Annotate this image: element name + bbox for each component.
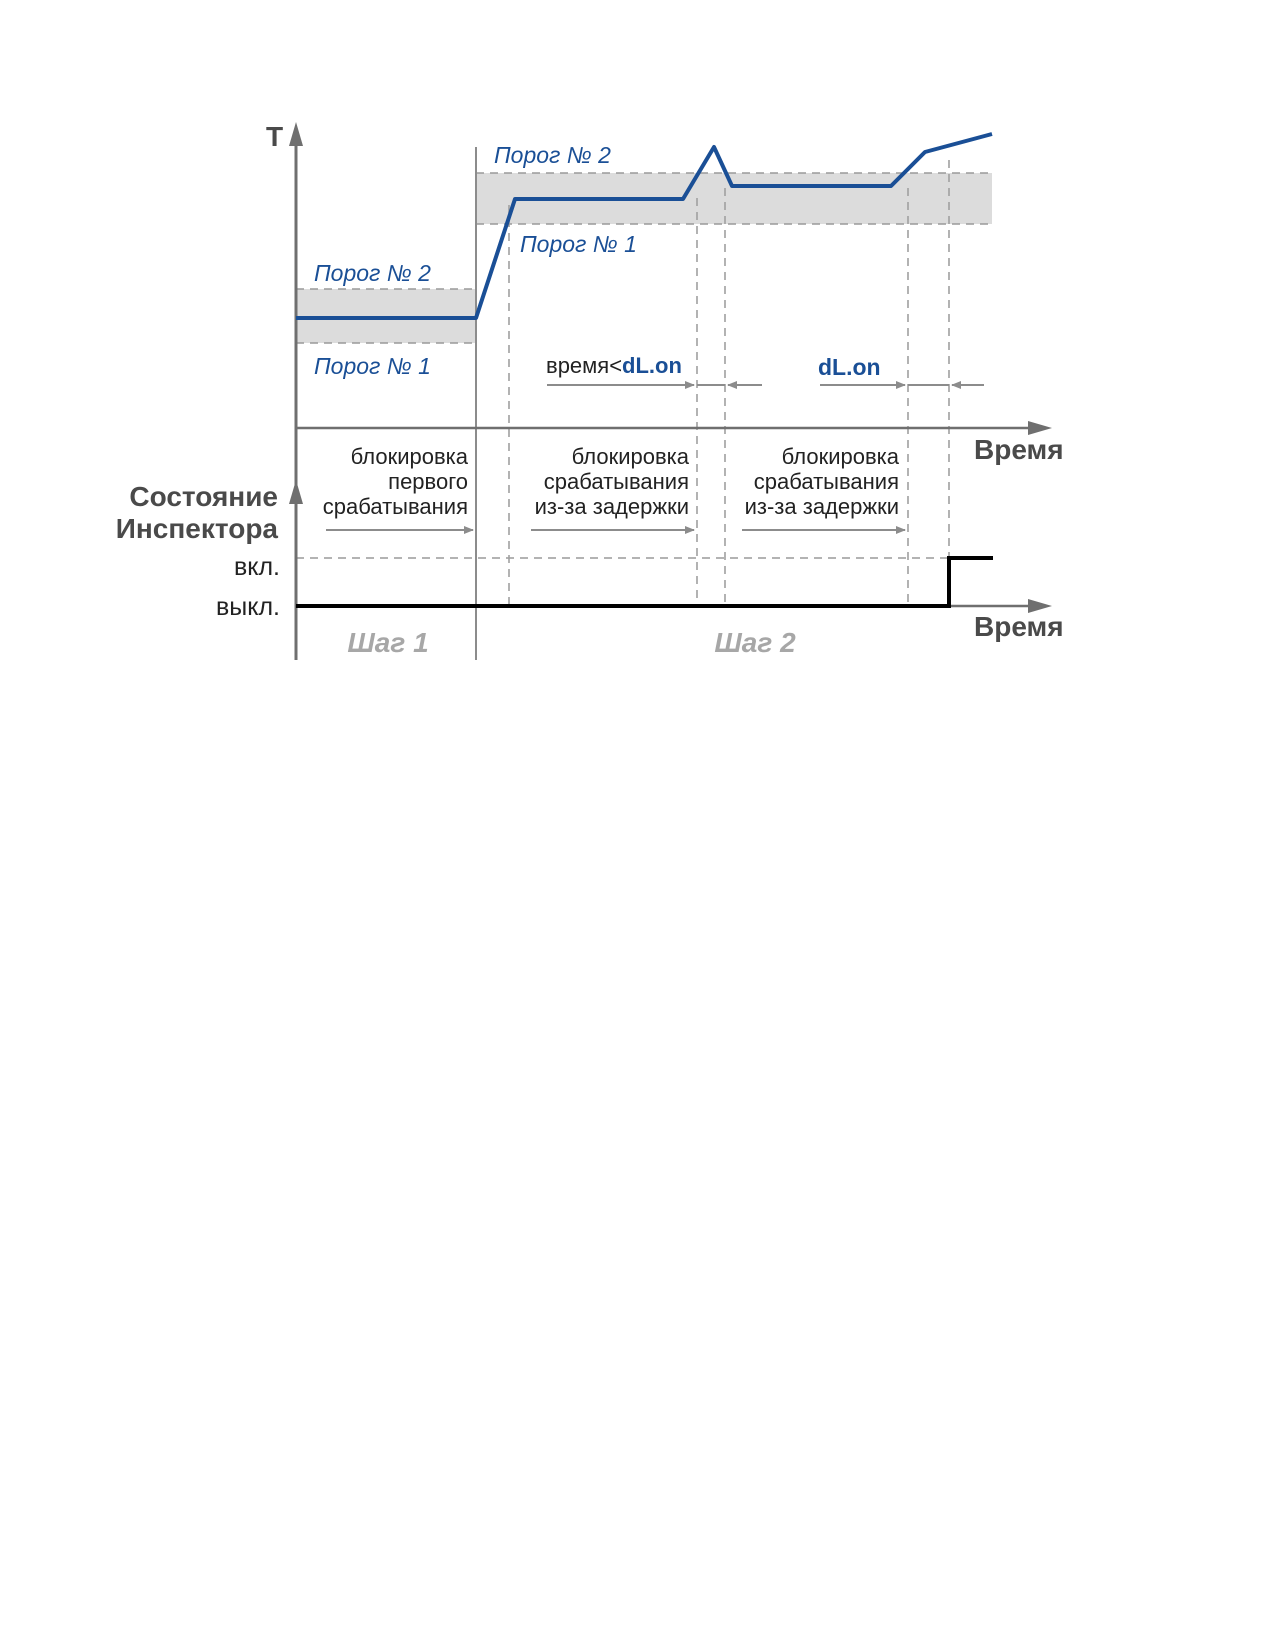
delay-block-b-text: блокировка срабатывания из-за задержки <box>745 444 900 519</box>
short-duration-param: dL.on <box>622 353 682 378</box>
first-block-line1: блокировка <box>351 444 469 469</box>
step2-label: Шаг 2 <box>714 627 796 658</box>
upper-time-axis-label: Время <box>974 434 1064 465</box>
step2-lower-threshold-label: Порог № 1 <box>520 231 637 257</box>
step1-label: Шаг 1 <box>347 627 428 658</box>
temperature-curve <box>296 132 993 320</box>
time-marker-lines <box>508 160 950 606</box>
state-axis-label-line2: Инспектора <box>116 513 279 544</box>
delay-block-b-line3: из-за задержки <box>745 494 899 519</box>
first-block-line2: первого <box>388 469 468 494</box>
state-axis-arrow-icon <box>289 480 303 504</box>
delay-block-a-line3: из-за задержки <box>535 494 689 519</box>
threshold-dashed-lines <box>296 172 992 559</box>
delay-block-a-line1: блокировка <box>572 444 690 469</box>
short-duration-label: время<dL.on <box>546 353 682 378</box>
lower-time-axis-label: Время <box>974 611 1064 642</box>
delay-block-b-line1: блокировка <box>782 444 900 469</box>
inspector-state-line <box>296 556 993 608</box>
step1-upper-threshold-label: Порог № 2 <box>314 260 431 286</box>
upper-time-axis-arrow-icon <box>1028 421 1052 435</box>
temperature-axis-label: Т <box>266 121 283 152</box>
state-off-label: выкл. <box>216 593 280 621</box>
block-arrows <box>326 381 984 534</box>
step2-upper-threshold-label: Порог № 2 <box>494 142 611 168</box>
delay-block-b-line2: срабатывания <box>754 469 899 494</box>
state-axis-label-line1: Состояние <box>129 481 278 512</box>
first-block-line3: срабатывания <box>323 494 468 519</box>
delay-param-label: dL.on <box>818 354 881 380</box>
delay-block-a-line2: срабатывания <box>544 469 689 494</box>
short-duration-prefix: время< <box>546 353 622 378</box>
first-block-text: блокировка первого срабатывания <box>323 444 469 519</box>
delay-block-a-text: блокировка срабатывания из-за задержки <box>535 444 690 519</box>
temperature-axis-arrow-icon <box>289 122 303 146</box>
state-on-label: вкл. <box>234 553 280 581</box>
step1-lower-threshold-label: Порог № 1 <box>314 353 431 379</box>
lower-time-axis-arrow-icon <box>1028 599 1052 613</box>
